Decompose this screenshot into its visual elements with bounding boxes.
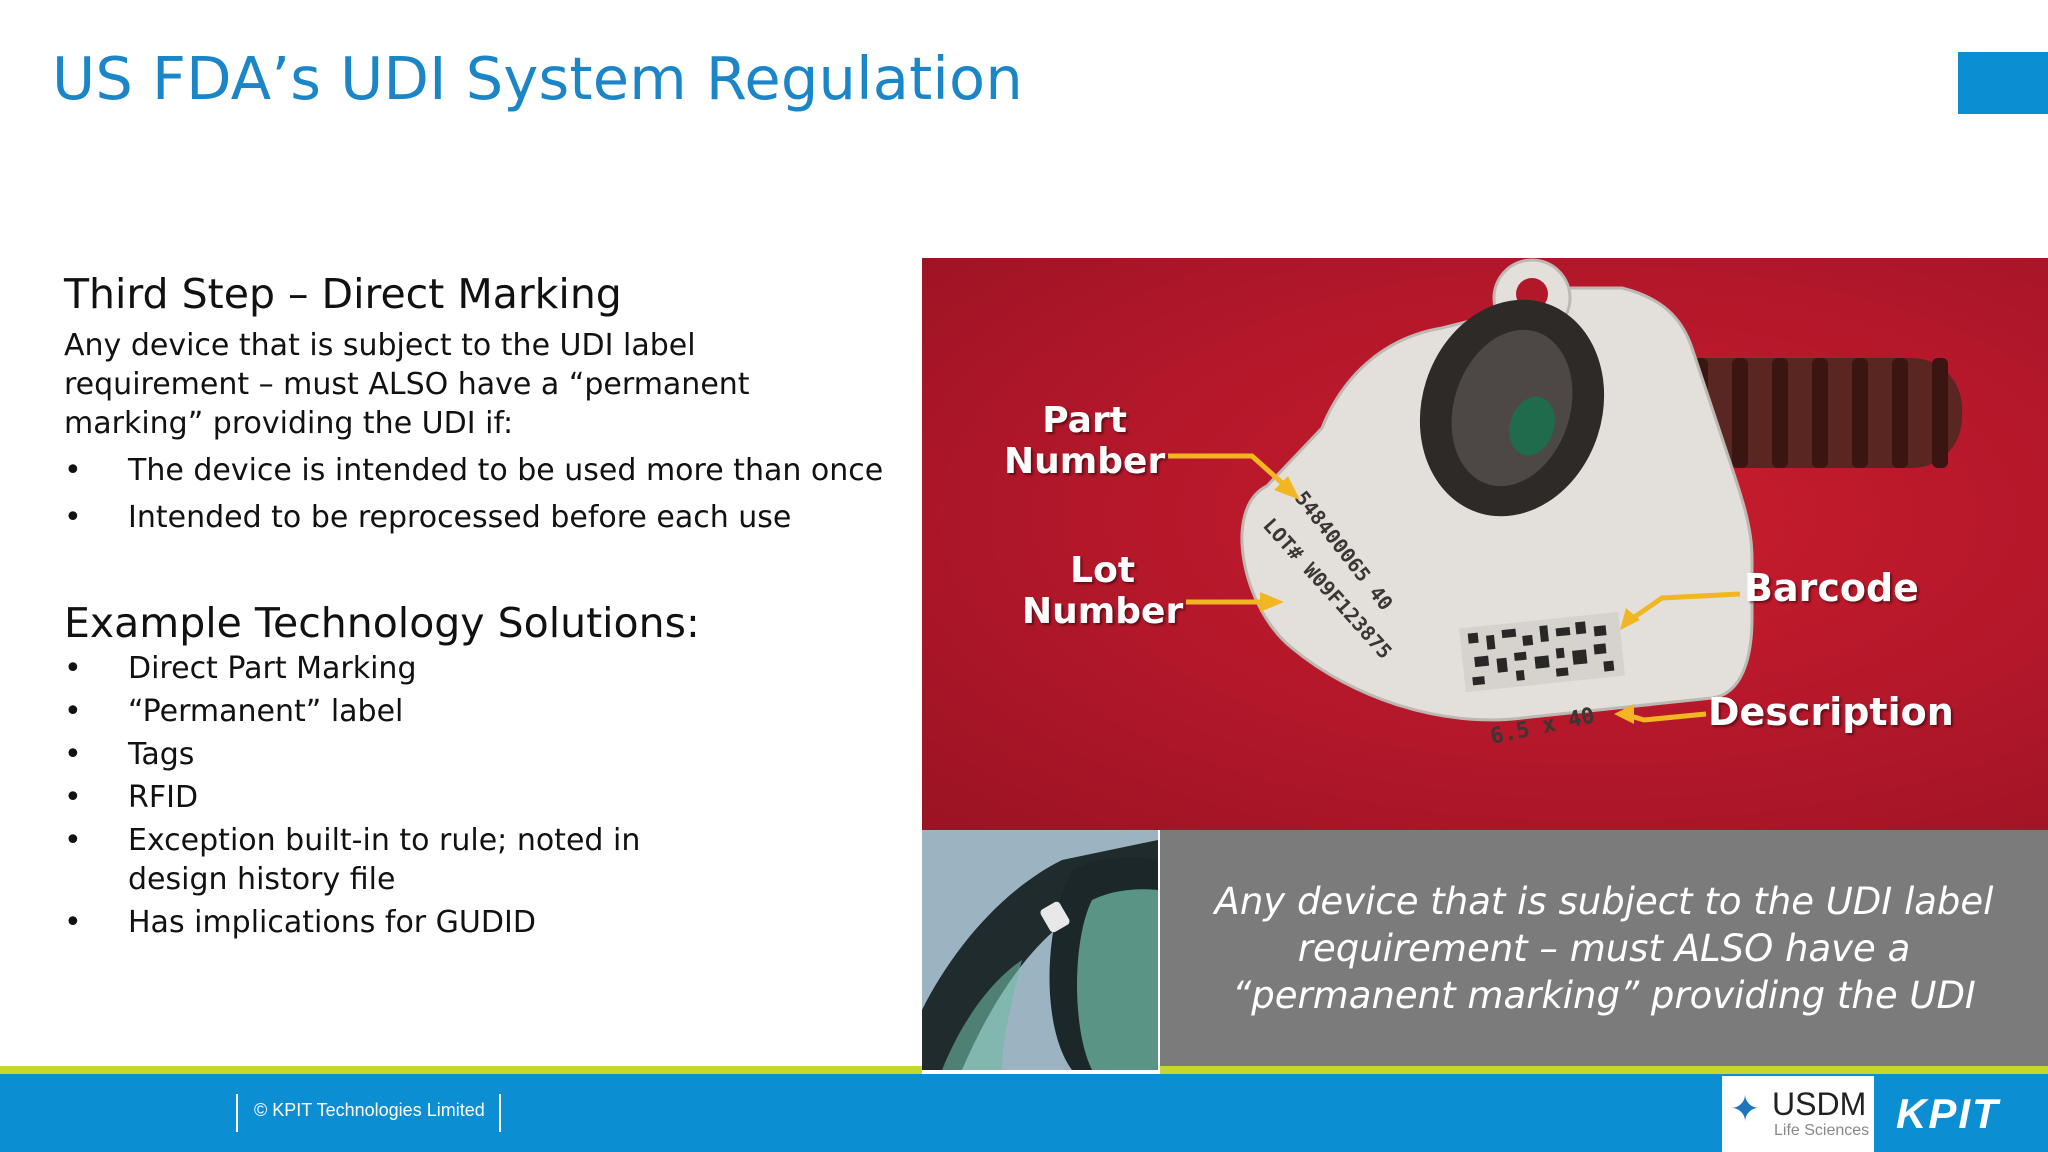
list-item: • RFID (64, 778, 894, 817)
device-marking-photo: 548400065 40 LOT# W09F123875 6.5 x 40 Pa… (922, 258, 2048, 830)
list-item: • Tags (64, 735, 894, 774)
slide-title: US FDA’s UDI System Regulation (52, 44, 1023, 113)
condition-list: • The device is intended to be used more … (64, 451, 894, 537)
section-heading: Third Step – Direct Marking (64, 270, 622, 318)
footer-divider (499, 1094, 501, 1132)
list-item: • Direct Part Marking (64, 649, 894, 688)
bullet-icon: • (64, 694, 82, 729)
data-matrix-barcode (1459, 611, 1625, 693)
left-column: Third Step – Direct Marking Any device t… (64, 270, 894, 946)
section-heading: Example Technology Solutions: (64, 599, 700, 647)
label-lot-number: Lot Number (1022, 550, 1183, 632)
bullet-icon: • (64, 780, 82, 815)
list-item-text: Direct Part Marking (128, 651, 417, 686)
list-item: • The device is intended to be used more … (64, 451, 894, 490)
bullet-icon: • (64, 651, 82, 686)
annotation-arrows (1168, 453, 1741, 723)
list-item: • Has implications for GUDID (64, 903, 894, 942)
list-item: • Intended to be reprocessed before each … (64, 498, 894, 537)
usdm-star-icon: ✦ (1730, 1088, 1761, 1129)
label-part-line2: Number (1004, 441, 1166, 482)
list-item: • “Permanent” label (64, 692, 894, 731)
usdm-logo-subtitle: Life Sciences (1774, 1122, 1870, 1139)
label-part-line1: Part (1042, 400, 1127, 441)
section-technology-solutions: Example Technology Solutions: • Direct Pa… (64, 599, 894, 942)
footer-accent-line (0, 1066, 922, 1074)
list-item-text: Tags (128, 737, 195, 772)
list-item: • Exception built-in to rule; noted in de… (64, 821, 688, 899)
list-item-text: The device is intended to be used more t… (128, 453, 884, 488)
usdm-logo-name: USDM (1772, 1086, 1867, 1122)
label-lot-line2: Number (1022, 591, 1184, 632)
section-direct-marking: Third Step – Direct Marking Any device t… (64, 270, 894, 537)
list-item-text: RFID (128, 780, 199, 815)
label-barcode: Barcode (1744, 566, 1919, 610)
bullet-icon: • (64, 453, 82, 488)
callout-text: Any device that is subject to the UDI la… (1214, 879, 1994, 1017)
kpit-logo: KPIT (1896, 1090, 2000, 1137)
copyright-text: © KPIT Technologies Limited (254, 1100, 485, 1120)
usdm-logo: ✦ USDM Life Sciences (1722, 1076, 1874, 1152)
label-part-number: Part Number (1004, 400, 1165, 482)
device-illustration: 548400065 40 LOT# W09F123875 6.5 x 40 (1168, 258, 1962, 750)
list-item-text: Has implications for GUDID (128, 905, 536, 940)
footer-accent-line (1160, 1066, 2048, 1074)
callout-box: Any device that is subject to the UDI la… (1160, 830, 2048, 1066)
footer-divider (236, 1094, 238, 1132)
eyeglasses-photo (922, 830, 1158, 1070)
solutions-list: •Direct Part Marking •“Permanent” label … (64, 649, 894, 942)
label-lot-line1: Lot (1070, 550, 1136, 591)
corner-accent-block (1958, 52, 2048, 114)
section-paragraph: Any device that is subject to the UDI la… (64, 328, 750, 441)
eyeglasses-icon (922, 830, 1158, 1070)
label-description: Description (1708, 690, 1954, 734)
bullet-icon: • (64, 905, 82, 940)
bullet-icon: • (64, 823, 82, 858)
list-item-text: Intended to be reprocessed before each u… (128, 500, 792, 535)
list-item-text: Exception built-in to rule; noted in des… (128, 823, 641, 897)
list-item-text: “Permanent” label (128, 694, 404, 729)
footer-bar: © KPIT Technologies Limited (0, 1074, 2048, 1152)
bullet-icon: • (64, 500, 82, 535)
bullet-icon: • (64, 737, 82, 772)
